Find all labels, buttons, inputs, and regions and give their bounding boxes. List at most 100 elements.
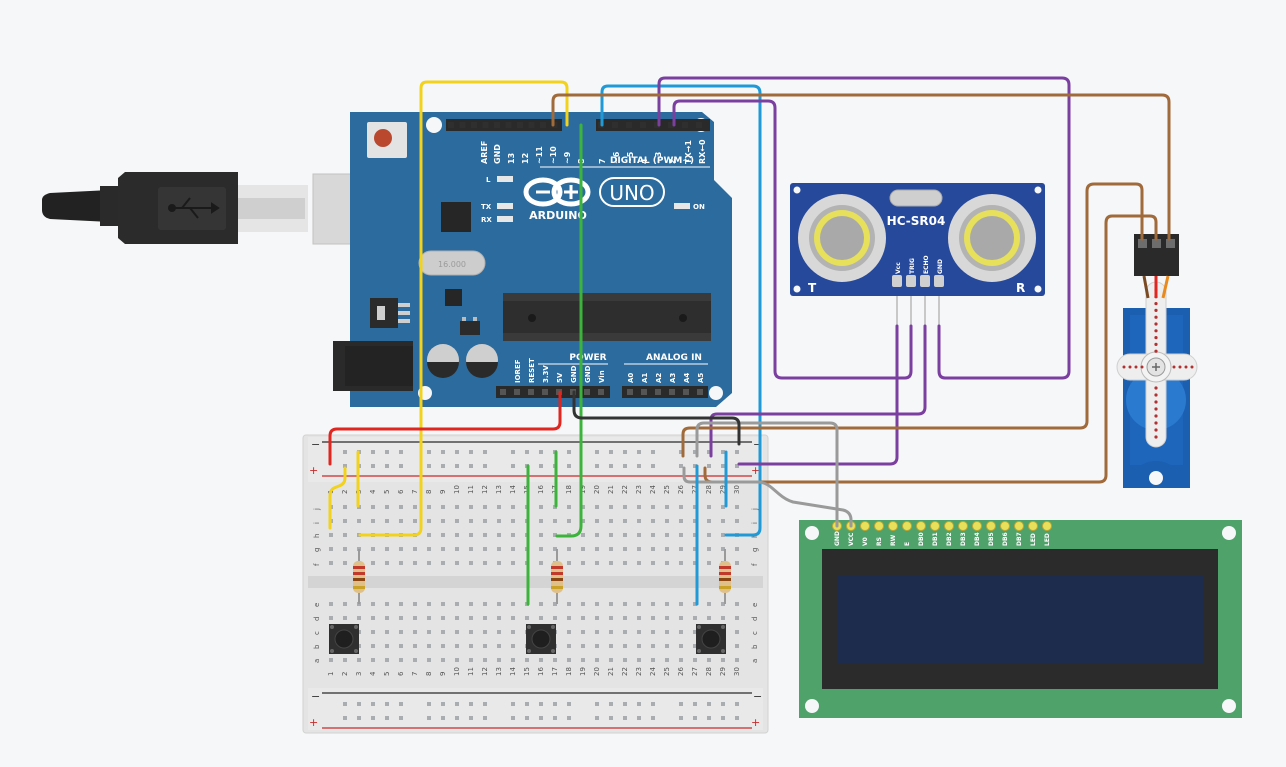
wire-purple[interactable]	[672, 99, 913, 380]
wires	[328, 76, 1171, 606]
servo-motor[interactable]	[1116, 234, 1198, 488]
lcd-pin[interactable]	[1014, 521, 1024, 531]
sensor-pin[interactable]	[920, 275, 930, 287]
lcd-pin-label: VCC	[848, 532, 855, 546]
lcd-pin[interactable]	[958, 521, 968, 531]
column-number: 19	[579, 667, 587, 676]
power-jack[interactable]	[333, 341, 413, 391]
header-pin[interactable]	[500, 389, 506, 395]
pin-label: ~3	[654, 152, 663, 164]
sensor-name: HC-SR04	[887, 214, 946, 228]
lcd-pin[interactable]	[972, 521, 982, 531]
header-pin[interactable]	[505, 122, 512, 128]
header-pin[interactable]	[528, 389, 534, 395]
wire-gray[interactable]	[682, 466, 853, 528]
column-number: 22	[621, 667, 629, 676]
lcd-pin[interactable]	[860, 521, 870, 531]
header-pin[interactable]	[655, 389, 661, 395]
pin-label: ~11	[535, 146, 544, 164]
resistor[interactable]	[719, 549, 731, 604]
receiver-cylinder	[948, 194, 1036, 282]
header-pin[interactable]	[540, 122, 546, 128]
rail-minus-label: −	[753, 438, 762, 451]
lcd-pin[interactable]	[986, 521, 996, 531]
power-pin-label: 5V	[556, 372, 564, 383]
push-button[interactable]	[526, 624, 556, 654]
breadboard[interactable]: − + − + − + − + 112233445566778899101011…	[302, 434, 769, 734]
header-pin[interactable]	[459, 122, 466, 128]
header-pin[interactable]	[528, 122, 535, 128]
row-letter: c	[751, 631, 759, 635]
header-pin[interactable]	[514, 389, 520, 395]
lcd-pin[interactable]	[930, 521, 940, 531]
header-pin[interactable]	[584, 389, 590, 395]
column-number: 4	[369, 671, 377, 676]
header-pin[interactable]	[471, 122, 477, 128]
sensor-pin[interactable]	[906, 275, 916, 287]
lcd-pin[interactable]	[1000, 521, 1010, 531]
header-pin[interactable]	[494, 122, 500, 128]
sensor-pin[interactable]	[934, 275, 944, 287]
analog-header	[622, 386, 708, 398]
header-pin[interactable]	[612, 122, 618, 128]
row-letter: a	[751, 659, 759, 663]
lcd-pin[interactable]	[1028, 521, 1038, 531]
header-pin[interactable]	[627, 389, 633, 395]
header-pin[interactable]	[482, 122, 489, 128]
sensor-pin[interactable]	[892, 275, 902, 287]
column-number: 30	[733, 485, 741, 494]
header-pin[interactable]	[448, 122, 454, 128]
wire-yellow[interactable]	[328, 466, 347, 530]
header-pin[interactable]	[682, 122, 688, 128]
wire-black[interactable]	[572, 390, 741, 446]
header-pin[interactable]	[683, 389, 689, 395]
lcd-pin[interactable]	[902, 521, 912, 531]
resistor[interactable]	[551, 549, 563, 604]
header-pin[interactable]	[640, 122, 646, 128]
led-rx	[497, 216, 513, 222]
column-number: 12	[481, 485, 489, 494]
header-pin[interactable]	[626, 122, 632, 128]
lcd-pin[interactable]	[944, 521, 954, 531]
column-number: 29	[719, 485, 727, 494]
wire-purple[interactable]	[657, 76, 1071, 380]
wire-purple[interactable]	[737, 324, 899, 466]
header-pin[interactable]	[697, 389, 703, 395]
lcd-pin[interactable]	[888, 521, 898, 531]
header-pin[interactable]	[641, 389, 647, 395]
lcd-pin[interactable]	[1042, 521, 1052, 531]
header-pin[interactable]	[542, 389, 548, 395]
header-pin[interactable]	[654, 122, 660, 128]
wire-brown[interactable]	[681, 182, 1144, 458]
wire-blue[interactable]	[600, 84, 762, 537]
lcd-pin[interactable]	[874, 521, 884, 531]
wire-yellow[interactable]	[358, 80, 569, 537]
reset-button[interactable]	[367, 122, 407, 158]
row-letter: j	[313, 508, 321, 511]
push-button[interactable]	[696, 624, 726, 654]
column-number: 20	[593, 485, 601, 494]
lcd-pin[interactable]	[916, 521, 926, 531]
wire-green[interactable]	[555, 123, 583, 538]
wire-gray[interactable]	[695, 421, 839, 528]
ultrasonic-sensor[interactable]: HC-SR04 T R Vcc TRIG ECHO GND	[790, 183, 1045, 326]
resistor[interactable]	[353, 549, 365, 604]
header-pin[interactable]	[517, 122, 523, 128]
row-letter: g	[751, 548, 759, 552]
wire-brown[interactable]	[551, 93, 1171, 241]
header-pin[interactable]	[598, 389, 604, 395]
lcd-pin-label: RS	[876, 537, 883, 546]
header-pin[interactable]	[668, 122, 674, 128]
push-button[interactable]	[329, 624, 359, 654]
column-number: 17	[551, 667, 559, 676]
column-number: 15	[523, 667, 531, 676]
analog-pin-label: A4	[683, 373, 691, 383]
header-pin[interactable]	[669, 389, 675, 395]
power-pin-label: IOREF	[514, 359, 522, 383]
column-number: 21	[607, 485, 615, 494]
header-pin[interactable]	[696, 122, 702, 128]
wire-red[interactable]	[328, 390, 562, 466]
servo-horn[interactable]	[1116, 281, 1198, 448]
